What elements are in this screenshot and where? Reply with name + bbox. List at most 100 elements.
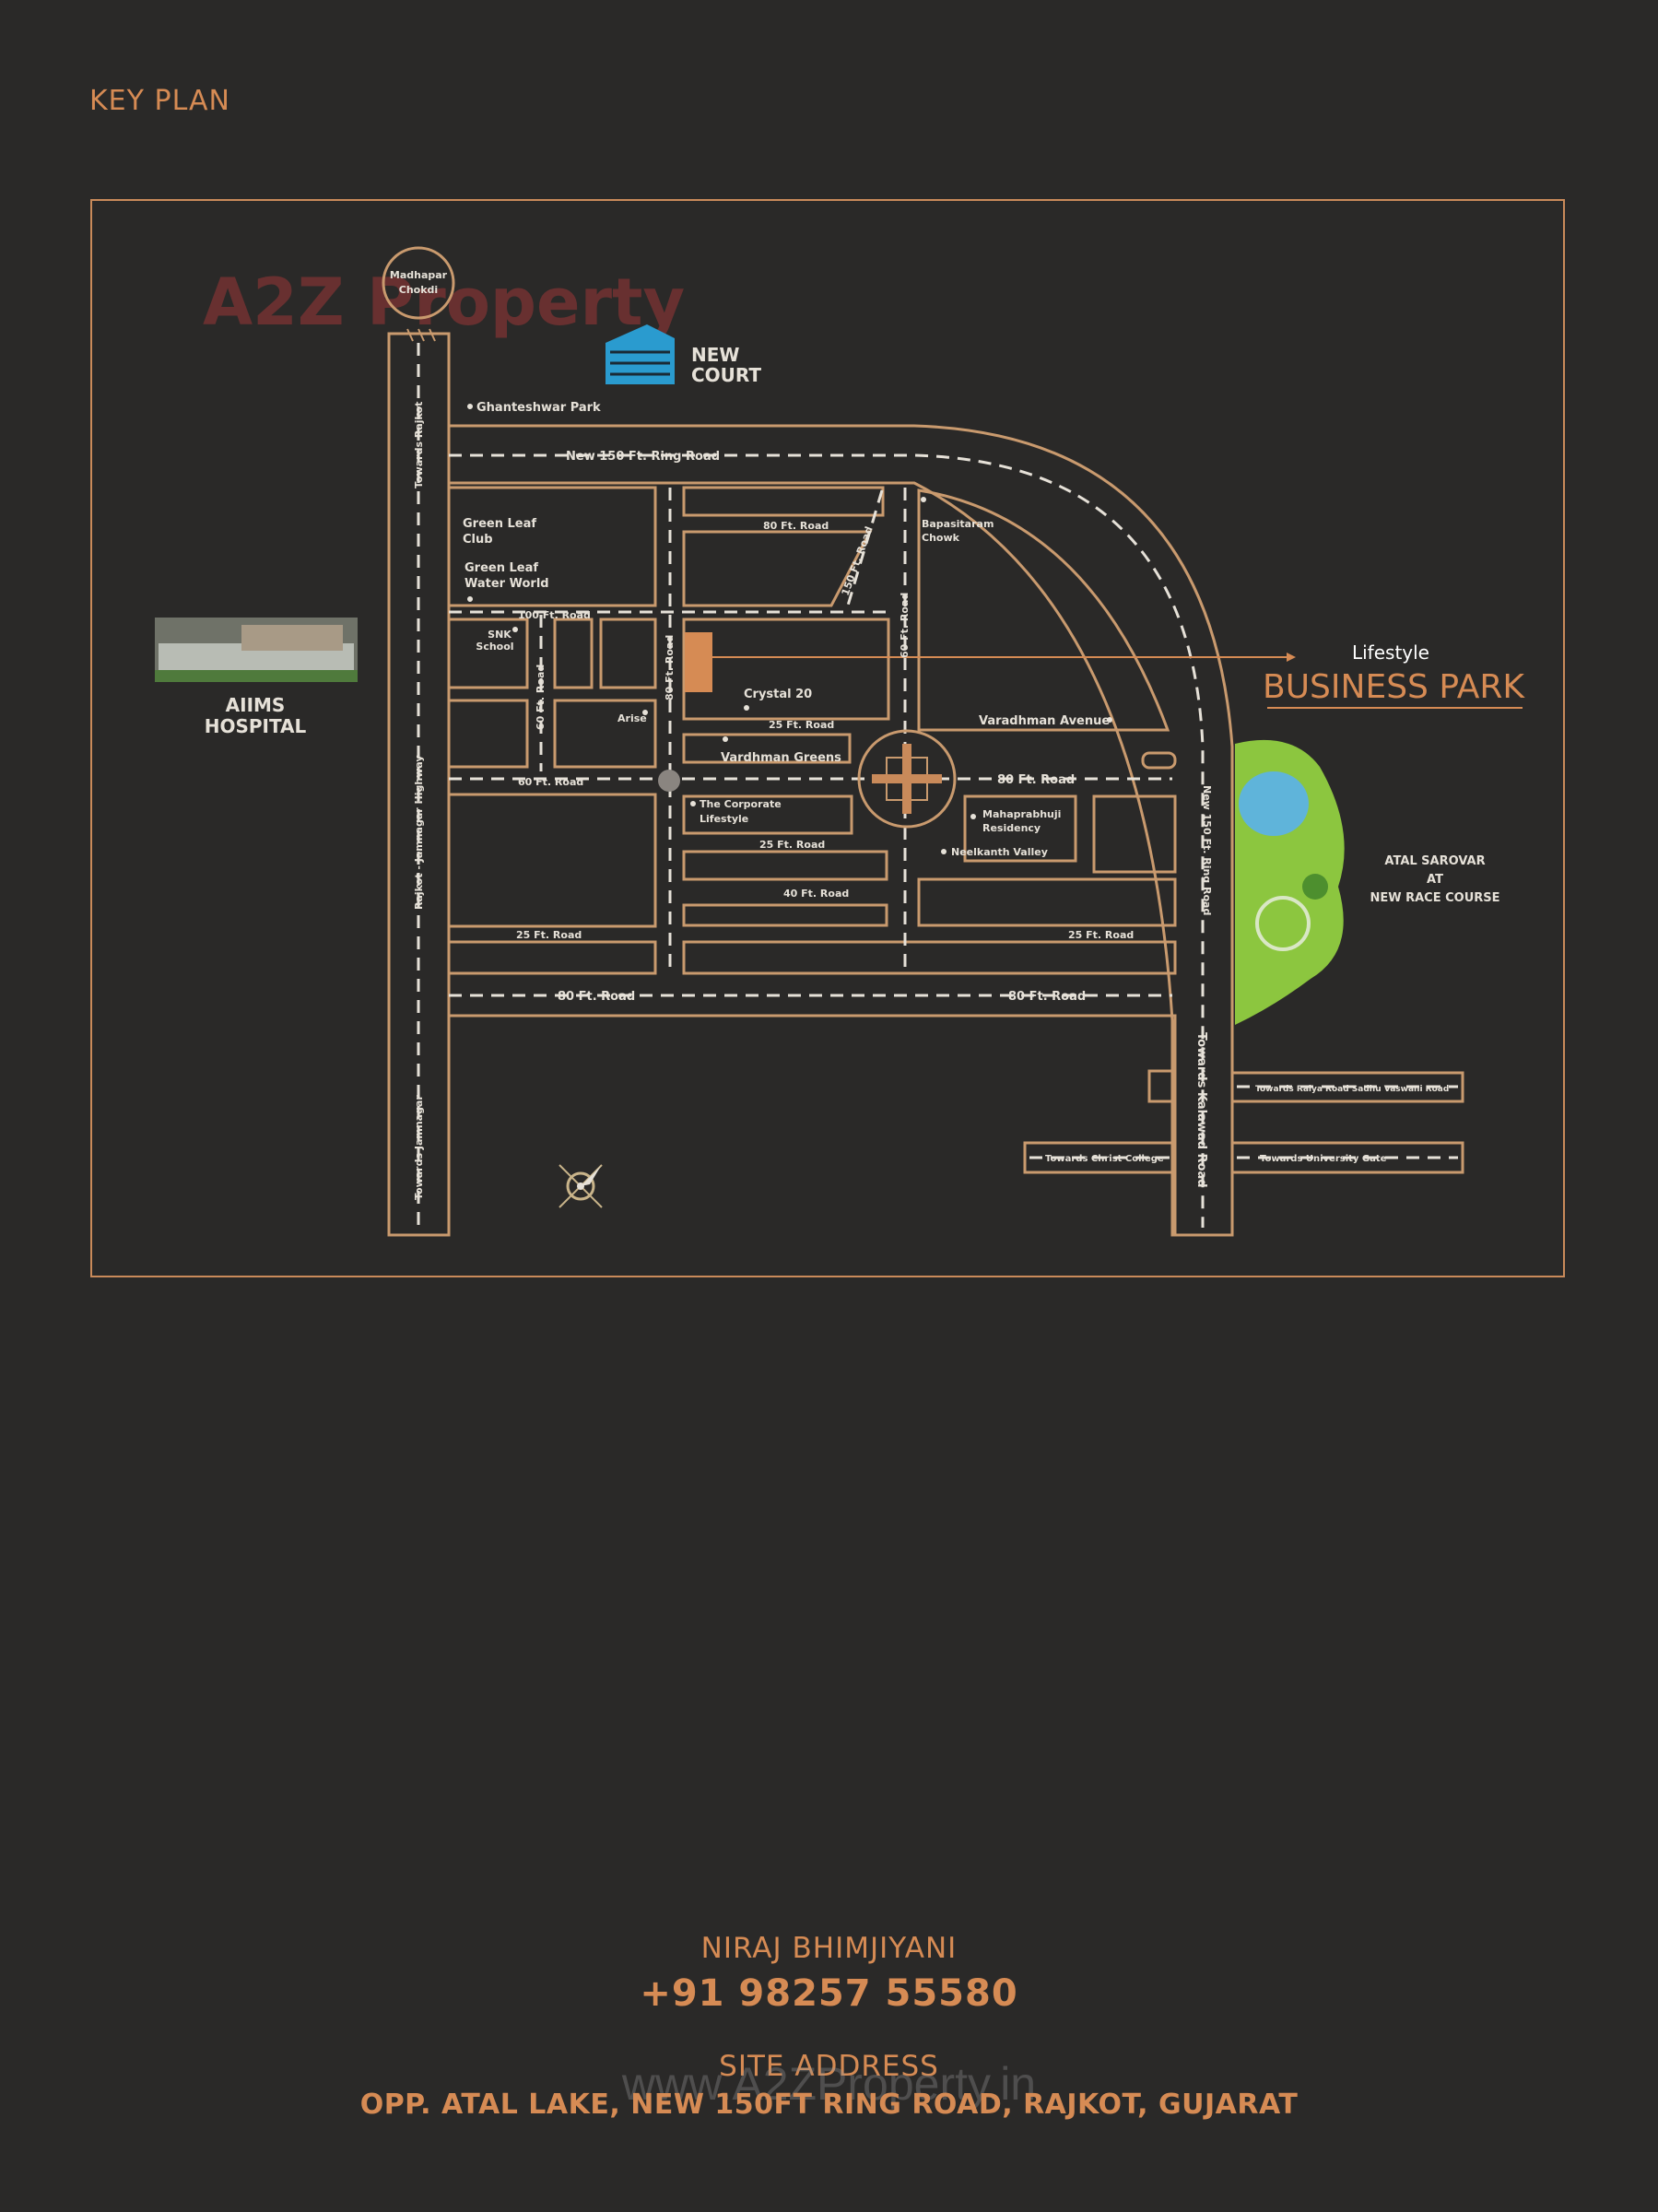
spur-raiya	[1232, 1071, 1464, 1103]
block-right-2	[917, 877, 1177, 927]
project-site-marker	[685, 632, 712, 692]
atal-sarovar-park-image	[1235, 739, 1345, 1025]
road-40-label: 40 Ft. Road	[783, 888, 849, 900]
ring-road-top-label: New 150 Ft. Ring Road	[566, 450, 720, 464]
towards-rajkot-label: Towards Rajkot	[413, 402, 425, 488]
block-snk	[447, 618, 529, 689]
vardhman-greens-dot	[723, 736, 728, 742]
towards-university-label: Towards University Gate	[1260, 1154, 1387, 1164]
towards-jamnagar-label: Towards Jamnagar	[413, 1095, 425, 1200]
madhapar-label-1: Madhapar	[390, 269, 448, 281]
atal-sarovar-label-1: ATAL SAROVAR	[1384, 854, 1485, 868]
arise-dot	[642, 710, 648, 715]
watermark-logo: A2Z Property	[203, 265, 685, 340]
road-80-bottom-left-label: 80 Ft. Road	[558, 990, 635, 1004]
road-80-mid-label: 80 Ft. Road	[997, 773, 1075, 787]
towards-raiya-label: Towards Raiya Road Sadhu Vaswani Road	[1255, 1085, 1449, 1094]
neelkanth-dot	[941, 849, 947, 854]
new-court-label-2: COURT	[691, 364, 761, 386]
atal-sarovar-label-3: NEW RACE COURSE	[1370, 891, 1499, 905]
mahaprabhuji-label-2: Residency	[982, 822, 1041, 834]
highway-road	[387, 332, 451, 1237]
roundabout	[857, 729, 957, 829]
varadhman-avenue-dot	[1107, 717, 1112, 723]
green-leaf-club-label-1: Green Leaf	[463, 517, 536, 531]
green-leaf-water-label-1: Green Leaf	[464, 561, 538, 575]
block-right-1	[1092, 794, 1177, 874]
madhapar-circle	[382, 246, 455, 320]
road-100-label: 100 Ft. Road	[518, 609, 591, 621]
block-center-strip	[682, 940, 1177, 975]
madhapar-label-2: Chokdi	[399, 284, 438, 296]
project-pointer-arrow	[1287, 653, 1296, 662]
towards-christ-label: Towards Christ College	[1045, 1154, 1164, 1164]
highway-label: Rajkot - Jamnagar Highway	[413, 755, 425, 910]
block-green-leaf	[447, 486, 657, 607]
road-bottom-edge	[449, 1014, 1177, 1235]
snk-label-1: SNK	[488, 629, 512, 641]
road-25-left-label: 25 Ft. Road	[516, 929, 582, 941]
ghanteshwar-dot	[467, 404, 473, 409]
green-leaf-club-label-2: Club	[463, 533, 493, 547]
roundabout-cross-h	[872, 774, 942, 783]
block-corporate	[682, 794, 853, 835]
key-plan-map: .road { fill:none; stroke:#c99a6e; strok…	[90, 199, 1565, 1277]
bapasitaram-dot	[921, 497, 926, 502]
block-25ft	[682, 850, 888, 881]
road-80-vertical-label: 80 Ft. Road	[664, 635, 676, 700]
contact-name: NIRAJ BHIMJIYANI	[700, 1932, 958, 1965]
corporate-dot	[690, 801, 696, 806]
site-address-label: SITE ADDRESS	[719, 2050, 939, 2083]
compass-icon	[559, 1164, 603, 1208]
project-small-label: Lifestyle	[1352, 641, 1429, 664]
spur-university	[1232, 1141, 1464, 1174]
junction-marker	[658, 770, 680, 792]
ring-road-centerline	[449, 453, 1205, 1228]
road-80-bottom-right-label: 80 Ft. Road	[1008, 990, 1086, 1004]
corporate-label-1: The Corporate	[700, 798, 782, 810]
block-mahaprabhuji	[963, 794, 1077, 863]
corporate-label-2: Lifestyle	[700, 813, 748, 825]
neelkanth-label: Neelkanth Valley	[951, 846, 1048, 858]
ring-road-side-label: New 150 Ft. Ring Road	[1201, 785, 1213, 915]
mahaprabhuji-label-1: Mahaprabhuji	[982, 808, 1061, 820]
snk-dot	[512, 627, 518, 632]
block-vardhman	[682, 733, 852, 764]
map-canvas: .road { fill:none; stroke:#c99a6e; strok…	[155, 246, 1525, 1237]
road-150-diag-label: 150 Ft. Road	[840, 524, 876, 597]
block-bapasitaram	[917, 488, 1170, 732]
road-80-top-label: 80 Ft. Road	[763, 520, 829, 532]
bapasitaram-label-2: Chowk	[922, 532, 960, 544]
block-left-strip	[447, 940, 657, 975]
site-address: OPP. ATAL LAKE, NEW 150FT RING ROAD, RAJ…	[359, 2088, 1299, 2121]
road-25-b-label: 25 Ft. Road	[759, 839, 825, 851]
ring-road-top	[449, 424, 1234, 1237]
block-40ft	[682, 903, 888, 927]
block-small-1	[553, 618, 594, 689]
aiims-hospital-image	[155, 618, 358, 682]
block-left-3	[447, 699, 529, 769]
arise-label: Arise	[617, 712, 647, 724]
contact-phone[interactable]: +91 98257 55580	[640, 1972, 1018, 2015]
block-small-2	[599, 618, 657, 689]
roundabout-inner	[886, 757, 928, 801]
highway-hatch	[406, 328, 436, 342]
crystal-label: Crystal 20	[744, 688, 812, 701]
key-plan-title: KEY PLAN	[89, 85, 230, 117]
block-small-pill	[1141, 751, 1177, 770]
atal-sarovar-label-2: AT	[1427, 873, 1443, 887]
aiims-label-1: AIIMS	[226, 694, 286, 716]
road-60-right-vertical-label: 60 Ft. Road	[899, 593, 911, 658]
project-name: BUSINESS PARK	[1263, 668, 1525, 706]
spur-christ	[1023, 1141, 1175, 1174]
road-60-mid-label: 60 Ft. Road	[518, 776, 583, 788]
green-leaf-water-label-2: Water World	[464, 577, 549, 591]
road-25-right-label: 25 Ft. Road	[1068, 929, 1134, 941]
road-60-vertical-label: 60 Ft. Road	[535, 665, 547, 730]
block-center-top	[682, 486, 885, 517]
crystal-dot	[744, 705, 749, 711]
green-leaf-dot	[467, 596, 473, 602]
block-left-lower	[447, 793, 657, 928]
snk-label-2: School	[476, 641, 513, 653]
varadhman-avenue-label: Varadhman Avenue	[979, 714, 1110, 728]
